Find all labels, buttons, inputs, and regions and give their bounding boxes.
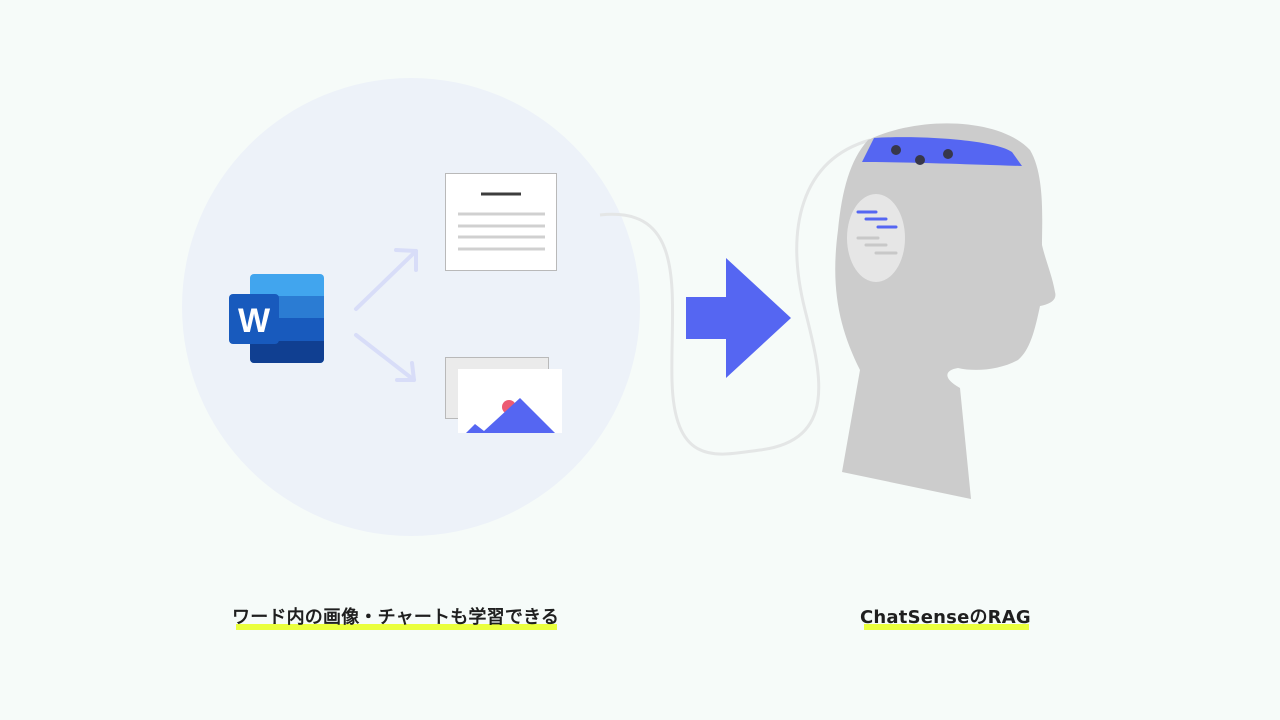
- word-letter: W: [238, 302, 271, 340]
- caption-left-text: ワード内の画像・チャートも学習できる: [230, 603, 561, 629]
- caption-right-text: ChatSenseのRAG: [858, 603, 1033, 629]
- head-icon: [835, 123, 1055, 499]
- document-icon: [446, 174, 557, 271]
- image-icon: [446, 358, 563, 434]
- caption-word-learning: ワード内の画像・チャートも学習できる: [230, 603, 561, 629]
- right-arrow-icon: [686, 258, 791, 378]
- caption-chatsense-rag: ChatSenseのRAG: [858, 603, 1033, 629]
